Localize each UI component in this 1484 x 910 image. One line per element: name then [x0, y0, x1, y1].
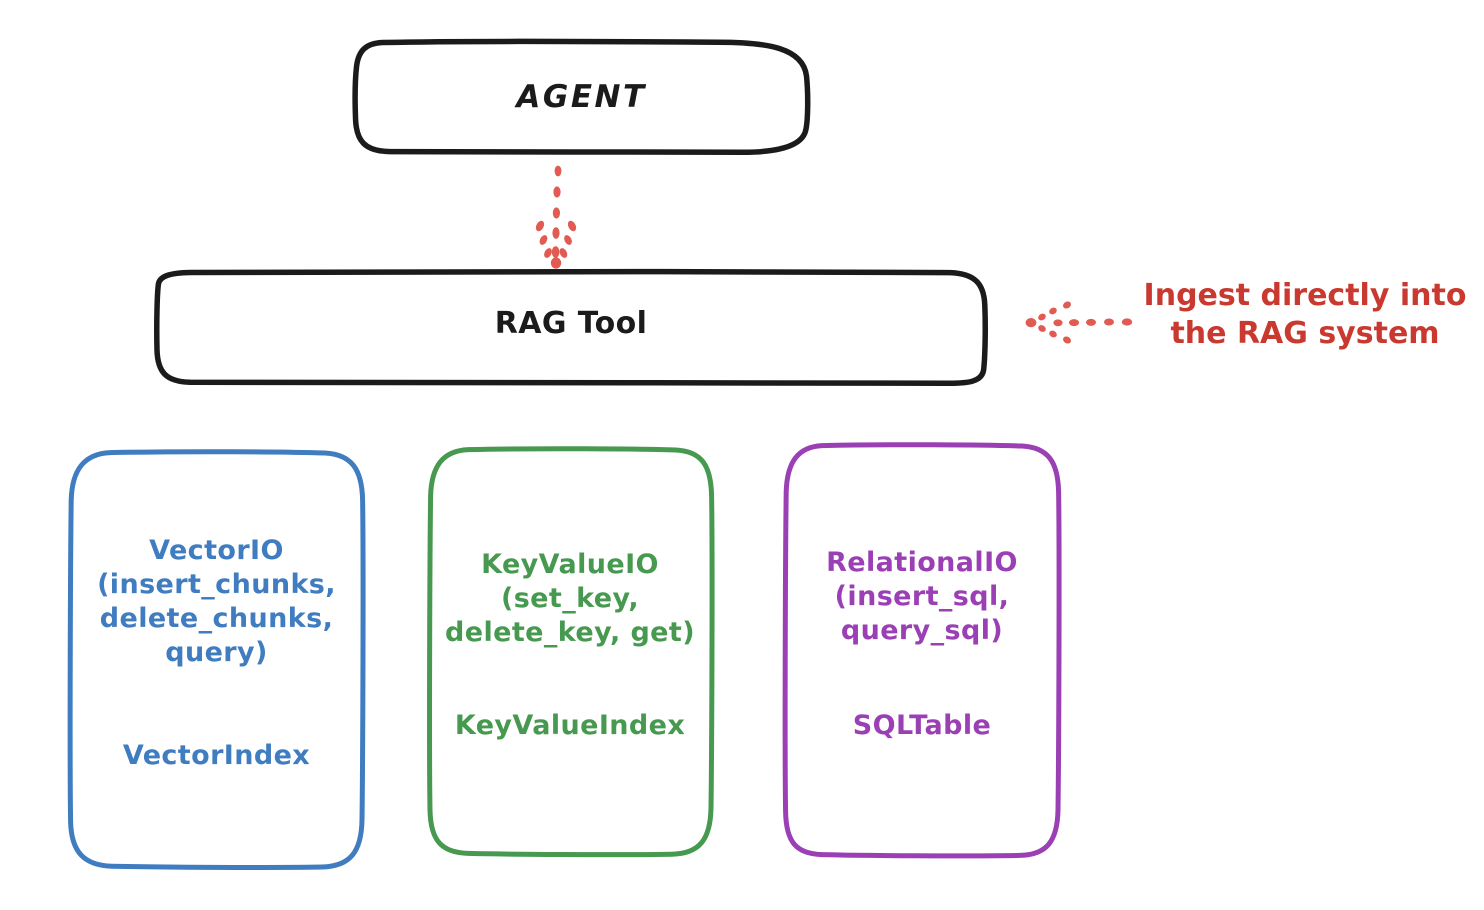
- node-rag-tool[interactable]: [154, 268, 988, 386]
- sql-table-label: SQLTable: [852, 710, 992, 741]
- relational-io-box-outline: [782, 442, 1062, 859]
- edge-agent-to-rag-tool: [535, 165, 577, 269]
- vector-index-label: VectorIndex: [122, 740, 311, 771]
- node-key-value-io[interactable]: [427, 446, 715, 858]
- node-agent[interactable]: [352, 38, 811, 155]
- vector-io-label: VectorIO (insert_chunks, delete_chunks, …: [97, 535, 336, 669]
- rag-tool-box-outline: [154, 268, 988, 386]
- vector-io-box-outline: [67, 449, 366, 870]
- key-value-index-label: KeyValueIndex: [454, 710, 686, 741]
- relational-io-label: RelationalIO (insert_sql, query_sql): [826, 547, 1018, 647]
- agent-label: AGENT: [516, 79, 647, 115]
- key-value-io-label: KeyValueIO (set_key, delete_key, get): [445, 549, 695, 649]
- edge-ingest-to-rag-tool: [1025, 301, 1133, 344]
- rag-tool-label: RAG Tool: [494, 306, 648, 341]
- node-vector-io[interactable]: [67, 449, 366, 870]
- node-relational-io[interactable]: [782, 442, 1062, 859]
- ingest-annotation-label: Ingest directly into the RAG system: [1143, 278, 1467, 351]
- key-value-io-box-outline: [427, 446, 715, 858]
- agent-box-outline: [352, 38, 811, 155]
